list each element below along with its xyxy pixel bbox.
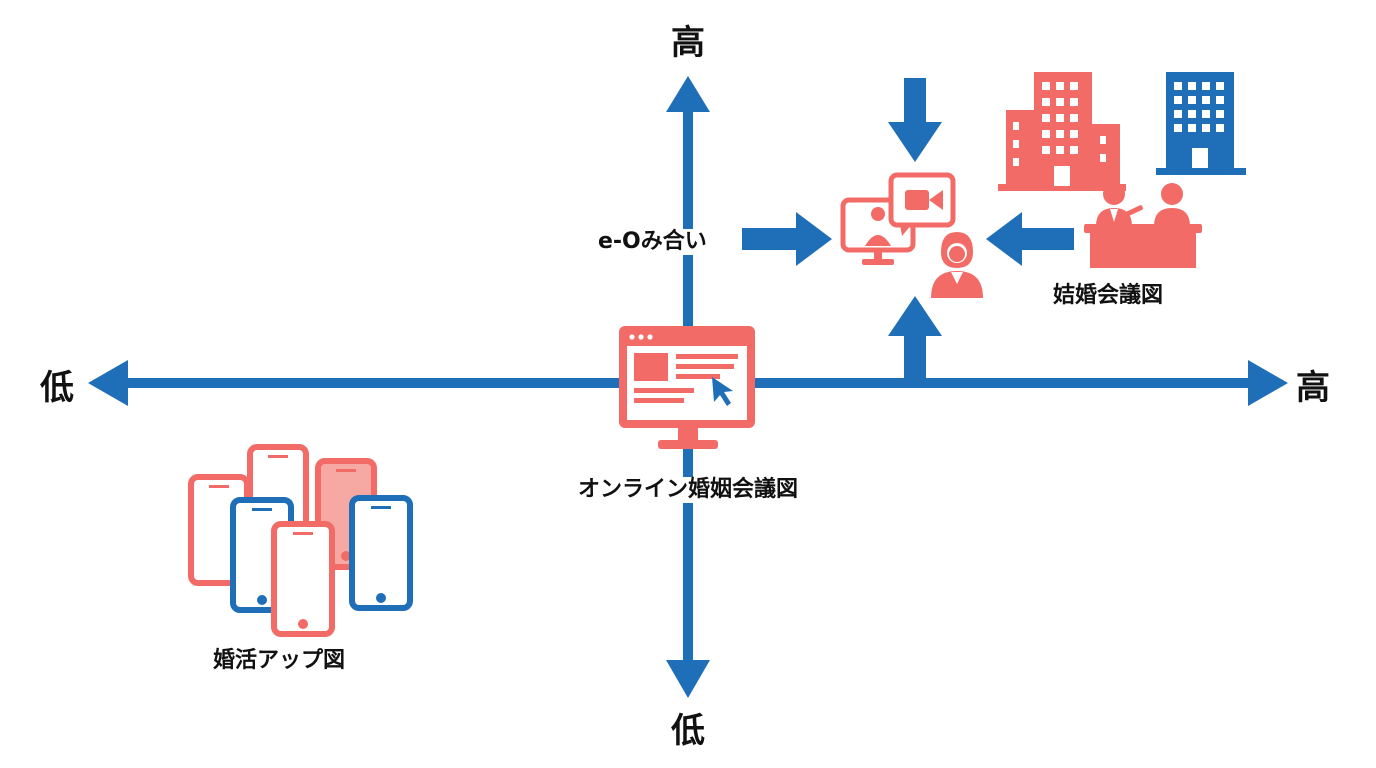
axis-label-bottom: 低	[671, 711, 705, 751]
office-building-blue-icon	[1156, 72, 1246, 175]
arrow-from-agency	[986, 212, 1074, 266]
right-arrowhead	[1248, 360, 1288, 406]
up-arrowhead	[666, 76, 710, 112]
axis-label-left: 低	[40, 368, 74, 408]
dating-apps-label: 婚活アップ図	[213, 648, 346, 673]
smartphone-group-icon	[188, 444, 413, 637]
video-chat-icon	[840, 172, 956, 265]
marriage-agency-label: 姞婚会議図	[1053, 283, 1164, 308]
monitor-browser-icon	[619, 326, 755, 449]
smartphone-icon	[349, 495, 413, 611]
female-advisor-icon	[931, 232, 983, 298]
arrow-from-eo	[742, 212, 832, 266]
online-marriage-conference-label: オンライン婚姻会議図	[573, 477, 803, 503]
counselor-desk-icon	[1084, 183, 1202, 268]
left-arrowhead	[88, 360, 128, 406]
axis-label-right: 高	[1296, 368, 1330, 408]
cursor-icon	[712, 377, 733, 406]
arrow-from-top	[888, 78, 942, 162]
axis-label-top: 高	[671, 23, 705, 63]
arrow-from-axis	[888, 296, 942, 382]
smartphone-icon	[271, 521, 335, 637]
office-building-icon	[998, 72, 1126, 191]
down-arrowhead	[666, 660, 710, 698]
e-o-matchmaking-label: e-Oみ合い	[594, 229, 711, 255]
